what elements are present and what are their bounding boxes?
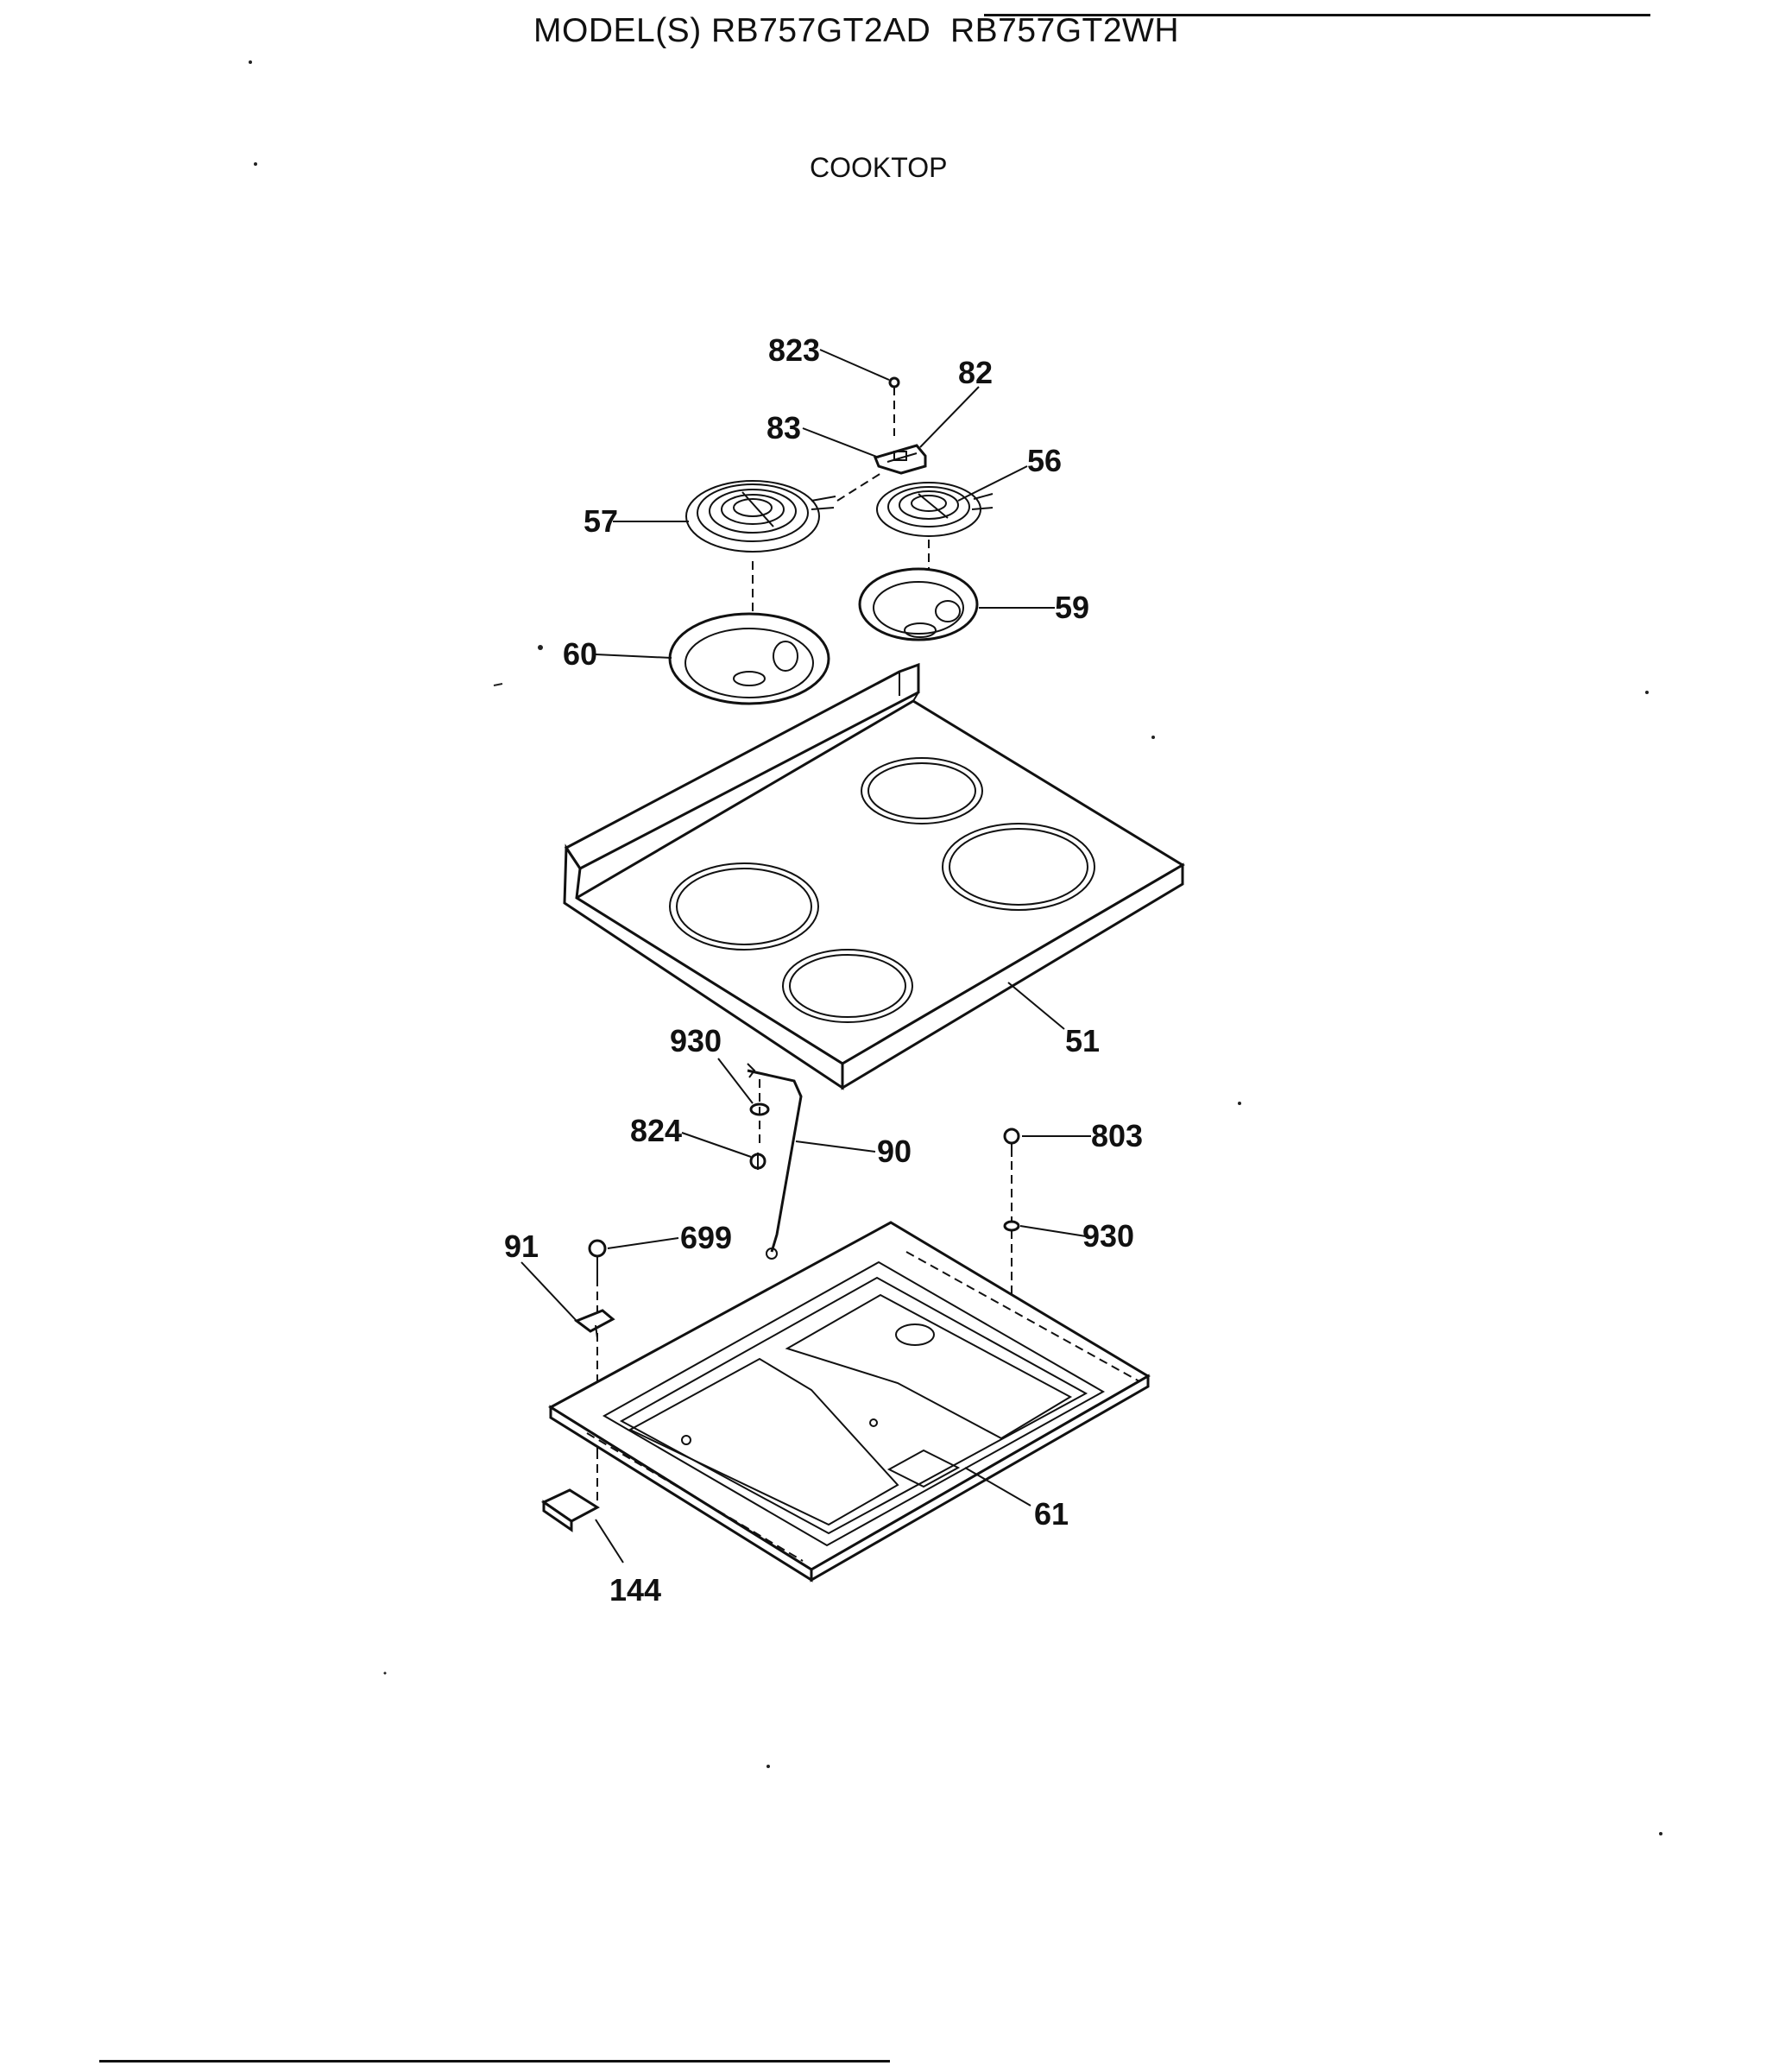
ground-wire-90 [747, 1063, 803, 1260]
scan-specks [249, 60, 1662, 1835]
callout-91: 91 [504, 1229, 539, 1264]
callout-59: 59 [1055, 590, 1089, 625]
callout-823: 823 [768, 332, 820, 368]
terminal-bracket [873, 444, 927, 475]
callout-56: 56 [1027, 443, 1062, 478]
callout-61: 61 [1034, 1496, 1069, 1532]
screw-824 [749, 1153, 766, 1170]
callout-144: 144 [609, 1572, 661, 1608]
callout-51: 51 [1065, 1023, 1100, 1058]
cooktop-51 [563, 662, 1185, 1090]
callout-labels: 823 82 83 56 57 59 60 51 930 824 90 803 … [504, 332, 1143, 1608]
model-title: MODEL(S) RB757GT2AD RB757GT2WH [533, 12, 1180, 49]
washer-930-lower [1003, 1220, 1020, 1232]
callout-699: 699 [680, 1220, 732, 1255]
plate-144 [540, 1450, 600, 1532]
burner-box-61 [548, 1221, 1151, 1582]
callout-930-upper: 930 [670, 1023, 722, 1058]
bottom-rule [99, 2060, 890, 2063]
drip-pan-60 [668, 612, 830, 705]
screw-803 [1003, 1128, 1020, 1295]
callout-82: 82 [958, 355, 993, 390]
screw-823 [888, 376, 900, 436]
top-rule [984, 14, 1650, 16]
drip-pan-59 [858, 567, 979, 641]
callout-824: 824 [630, 1113, 682, 1148]
bracket-91 [573, 1309, 615, 1339]
callout-60: 60 [563, 636, 597, 672]
callout-90: 90 [877, 1134, 912, 1169]
leader-lines [520, 349, 1091, 1563]
callout-803: 803 [1091, 1118, 1143, 1153]
callout-83: 83 [766, 410, 801, 445]
section-title: COOKTOP [810, 152, 948, 183]
callout-930-lower: 930 [1082, 1218, 1134, 1254]
surface-element-57 [685, 480, 836, 678]
callout-57: 57 [584, 503, 618, 539]
washer-930-upper [749, 1079, 770, 1148]
